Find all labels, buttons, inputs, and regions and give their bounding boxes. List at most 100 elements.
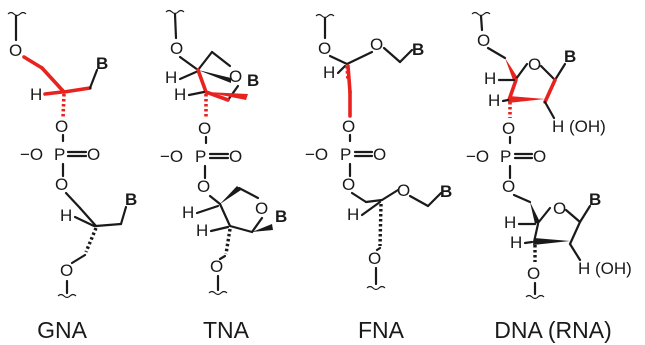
hydroxyl-label: H (OH)	[578, 259, 632, 278]
bond	[78, 206, 98, 228]
bond	[553, 62, 567, 82]
highlight-hashed-bond	[61, 93, 66, 119]
bond	[345, 50, 374, 66]
ring-bond	[568, 220, 582, 246]
oxygen-label: O	[197, 177, 210, 196]
tna-structure: O O B H H O −O P O O O B H H	[160, 9, 287, 296]
ring-bond	[228, 224, 254, 234]
hashed-bond	[84, 227, 98, 253]
phosphate-charge-label: −O	[305, 145, 328, 164]
oxygen-label: O	[210, 257, 223, 276]
bond	[543, 100, 556, 120]
oxygen-label: O	[229, 147, 242, 166]
hydrogen-label: H	[182, 203, 194, 222]
phosphorus-label: P	[54, 145, 65, 164]
hydrogen-label: H	[30, 85, 42, 104]
bond	[479, 14, 484, 32]
oxygen-label: O	[502, 177, 515, 196]
bond	[187, 90, 206, 97]
ring-bond	[210, 50, 232, 68]
bond	[578, 204, 592, 224]
bond	[328, 54, 349, 66]
caption-tna: TNA	[203, 317, 250, 343]
bond	[178, 70, 198, 81]
ring-bond	[564, 208, 582, 224]
bond	[398, 48, 414, 64]
hydroxyl-label: H (OH)	[552, 117, 606, 136]
phosphorus-label: P	[340, 145, 351, 164]
bond	[94, 222, 123, 228]
oxygen-label: O	[502, 119, 515, 138]
bond	[209, 225, 230, 233]
oxygen-label: O	[342, 175, 355, 194]
hydrogen-label: H	[60, 206, 72, 225]
highlight-bond	[40, 66, 66, 94]
base-label: B	[440, 182, 452, 201]
wedge-bond	[252, 224, 273, 232]
hydrogen-label: H	[196, 221, 208, 240]
highlight-bond	[22, 55, 44, 70]
bond	[568, 242, 582, 262]
bond	[195, 204, 220, 215]
oxygen-label: O	[318, 39, 331, 58]
phosphate-charge-label: −O	[160, 147, 183, 166]
hydrogen-label: H	[510, 233, 522, 252]
bond	[364, 198, 384, 204]
base-label: B	[412, 40, 424, 59]
hashed-bond	[224, 228, 232, 255]
oxygen-label: O	[527, 264, 540, 283]
wedge-bond	[220, 186, 241, 204]
caption-fna: FNA	[358, 317, 405, 343]
bond	[408, 194, 430, 208]
highlight-bond	[62, 86, 92, 94]
gna-structure: O B H O −O P O O B H O	[7, 11, 137, 299]
base-label: B	[564, 47, 576, 66]
highlight-ring-bond	[543, 78, 557, 104]
bond	[501, 98, 510, 103]
highlight-ring-bond	[507, 78, 518, 102]
bond	[523, 240, 534, 245]
ring-bond	[237, 186, 260, 200]
hydrogen-label: H	[484, 69, 496, 88]
chain-break-bottom	[208, 290, 228, 296]
oxygen-label: O	[198, 119, 211, 138]
phosphorus-label: P	[195, 147, 206, 166]
wedge-bond	[198, 70, 231, 83]
bond	[375, 246, 382, 252]
hydrogen-label: H	[347, 205, 359, 224]
oxygen-label: O	[55, 117, 68, 136]
bond	[382, 46, 402, 64]
bond	[70, 253, 87, 265]
bond	[512, 193, 532, 204]
phosphorus-label: P	[500, 147, 511, 166]
highlight-bond	[43, 90, 64, 96]
hashed-bond	[378, 203, 383, 247]
oxygen-label: O	[342, 117, 355, 136]
highlight-wedge-bond	[206, 92, 248, 100]
ring-bond	[226, 84, 240, 102]
bond	[88, 68, 99, 90]
oxygen-label: O	[368, 249, 381, 268]
oxygen-label: O	[55, 175, 68, 194]
hydrogen-label: H	[323, 63, 335, 82]
hydrogen-label: H	[165, 68, 177, 87]
bond	[119, 205, 128, 226]
highlight-ring-bond	[204, 90, 230, 102]
highlight-bond	[346, 64, 352, 94]
oxygen-label: O	[370, 35, 383, 54]
oxygen-label: O	[477, 31, 490, 50]
highlight-wedge-bond	[508, 96, 545, 103]
base-label: B	[589, 190, 601, 209]
bond	[360, 200, 382, 217]
oxygen-label: O	[533, 147, 546, 166]
wedge-bond	[530, 202, 540, 224]
fna-structure: O O B H O −O P O O O B H O	[305, 13, 452, 291]
bond	[486, 46, 507, 60]
highlight-bond	[196, 68, 208, 94]
wedge-bond	[533, 238, 570, 245]
bond	[426, 191, 443, 208]
ring-bond	[218, 202, 232, 228]
bond	[380, 188, 400, 202]
